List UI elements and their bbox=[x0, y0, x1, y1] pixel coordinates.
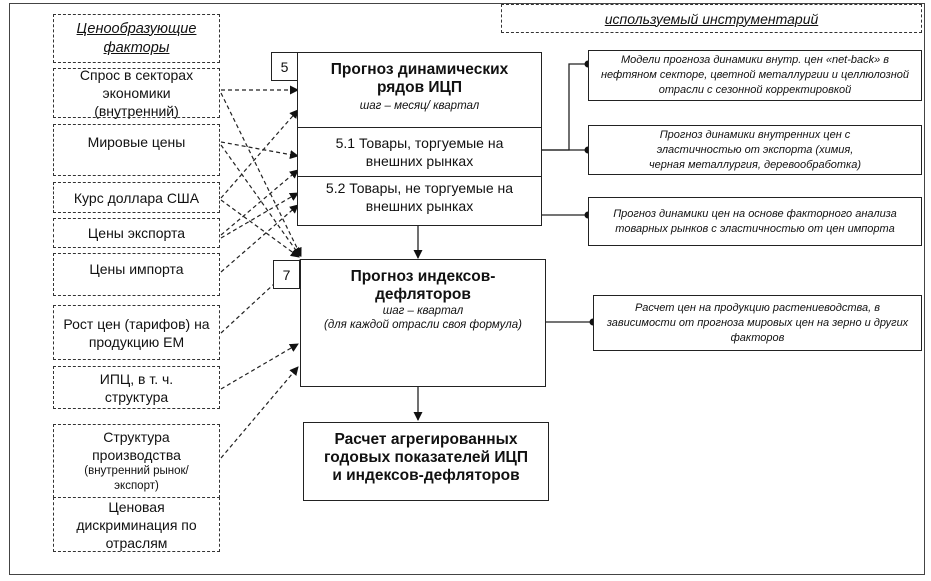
factor-label: Ценовая дискриминация по отраслям bbox=[76, 498, 197, 551]
factor-label: Спрос в секторах экономики (внутренний) bbox=[79, 67, 194, 119]
result-block: Расчет агрегированных годовых показателе… bbox=[303, 422, 549, 501]
factor-price-discrimination: Ценовая дискриминация по отраслям bbox=[53, 497, 220, 552]
factor-label: Цены импорта bbox=[89, 261, 184, 277]
arrow-structure-to-block7 bbox=[220, 366, 299, 459]
arrow-world-prices-to-block7 bbox=[220, 144, 301, 257]
tools-header: используемый инструментарий bbox=[501, 4, 922, 33]
tool-text: Прогноз динамики внутренних цен с эласти… bbox=[648, 128, 862, 171]
arrow-em-to-block7 bbox=[220, 259, 301, 334]
tool-text: Прогноз динамики цен на основе факторног… bbox=[613, 207, 897, 235]
block5: Прогноз динамических рядов ИЦП шаг – мес… bbox=[297, 52, 542, 226]
arrow-export-to-5-2 bbox=[220, 192, 299, 239]
diagram-frame bbox=[9, 3, 925, 575]
tools-header-label: используемый инструментарий bbox=[604, 10, 819, 27]
factor-label: Цены экспорта bbox=[87, 225, 186, 241]
arrow-export-to-5-1 bbox=[220, 169, 299, 236]
factor-em-tariffs: Рост цен (тарифов) на продукцию ЕМ bbox=[53, 305, 220, 360]
factors-header: Ценообразующие факторы bbox=[53, 14, 220, 63]
factor-label: Структура производства bbox=[92, 429, 181, 463]
result-title: Расчет агрегированных годовых показателе… bbox=[324, 431, 528, 484]
arrow-usd-to-block5 bbox=[220, 109, 299, 199]
block5-subtitle: шаг – месяц/ квартал bbox=[359, 100, 480, 112]
block7-number: 7 bbox=[273, 260, 300, 289]
block5-section-5-2: 5.2 Товары, не торгуемые на внешних рынк… bbox=[298, 177, 541, 225]
factor-label: ИПЦ, в т. ч. структура bbox=[99, 370, 174, 405]
factors-header-label: Ценообразующие факторы bbox=[76, 20, 197, 56]
tool-text: Модели прогноза динамики внутр. цен «net… bbox=[600, 54, 910, 96]
block7-note: (для каждой отрасли своя формула) bbox=[323, 319, 523, 331]
factor-note: (внутренний рынок/ экспорт) bbox=[84, 465, 189, 492]
factor-import-prices: Цены импорта bbox=[53, 253, 220, 296]
section-label: 5.1 Товары, торгуемые на внешних рынках bbox=[335, 135, 504, 169]
section-label: 5.2 Товары, не торгуемые на внешних рынк… bbox=[325, 180, 514, 214]
block5-number: 5 bbox=[271, 52, 298, 81]
arrow-usd-to-block7 bbox=[220, 199, 300, 258]
block7-number-label: 7 bbox=[282, 266, 291, 283]
tool-text: Расчет цен на продукцию растениеводства,… bbox=[606, 301, 909, 344]
arrow-cpi-to-block7 bbox=[220, 343, 299, 390]
factor-label: Мировые цены bbox=[87, 134, 186, 150]
factor-label: Курс доллара США bbox=[73, 189, 200, 206]
block5-section-5-1: 5.1 Товары, торгуемые на внешних рынках bbox=[298, 128, 541, 177]
factor-production-structure: Структура производства (внутренний рынок… bbox=[53, 424, 220, 498]
link-block5-to-tool1 bbox=[542, 63, 586, 151]
tool-netback-models: Модели прогноза динамики внутр. цен «net… bbox=[588, 50, 922, 101]
factor-usd-rate: Курс доллара США bbox=[53, 182, 220, 213]
block7-subtitle: шаг – квартал bbox=[382, 305, 464, 317]
arrow-world-prices-to-5-1 bbox=[220, 141, 299, 159]
factor-demand: Спрос в секторах экономики (внутренний) bbox=[53, 67, 220, 119]
block5-number-label: 5 bbox=[280, 58, 289, 75]
factor-world-prices: Мировые цены bbox=[53, 124, 220, 176]
tool-import-elasticity: Прогноз динамики цен на основе факторног… bbox=[588, 197, 922, 246]
block5-header: Прогноз динамических рядов ИЦП шаг – мес… bbox=[298, 53, 541, 128]
tool-export-elasticity: Прогноз динамики внутренних цен с эласти… bbox=[588, 125, 922, 175]
block5-title: Прогноз динамических рядов ИЦП bbox=[330, 61, 509, 96]
block7: Прогноз индексов-дефляторов шаг – кварта… bbox=[300, 259, 546, 387]
arrow-demand-to-block7 bbox=[220, 92, 302, 257]
factor-export-prices: Цены экспорта bbox=[53, 218, 220, 248]
block7-title: Прогноз индексов-дефляторов bbox=[350, 268, 496, 303]
factor-label: Рост цен (тарифов) на продукцию ЕМ bbox=[63, 315, 210, 350]
factor-cpi: ИПЦ, в т. ч. структура bbox=[53, 366, 220, 409]
tool-crop-prices: Расчет цен на продукцию растениеводства,… bbox=[593, 295, 922, 351]
arrow-import-to-5-2 bbox=[220, 204, 299, 273]
